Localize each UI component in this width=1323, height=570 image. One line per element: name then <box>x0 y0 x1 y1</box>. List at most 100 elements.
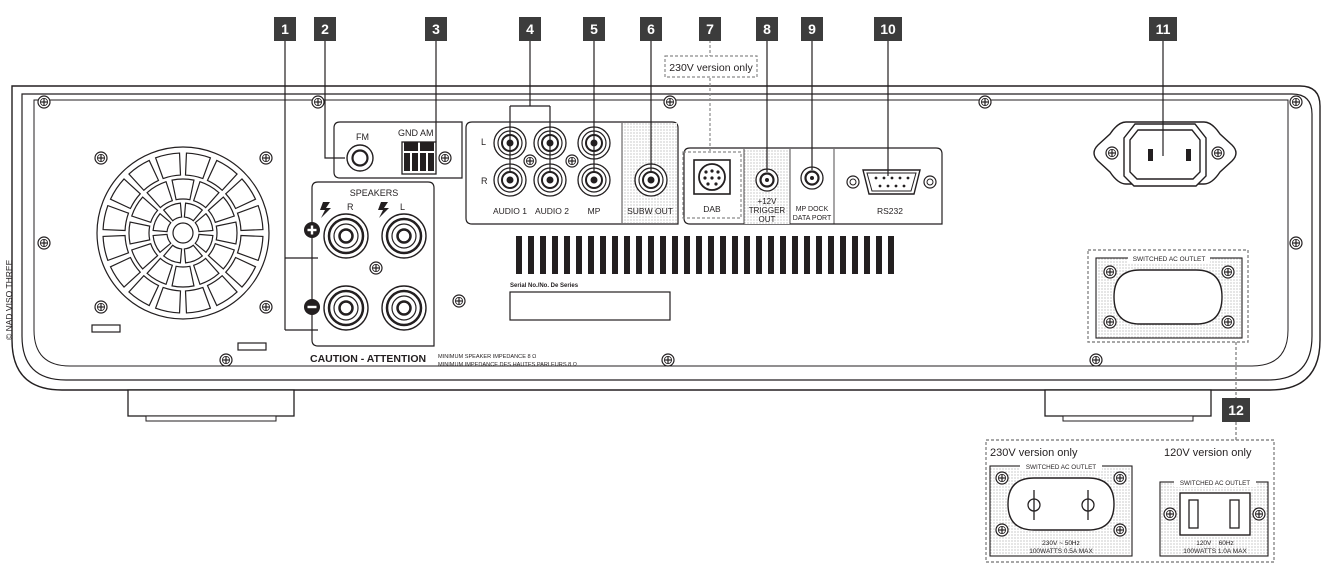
vent-slot <box>624 236 630 274</box>
outlet-230v: SWITCHED AC OUTLET 230V ~ 50Hz 100WATTS … <box>989 461 1133 557</box>
vent-slot <box>732 236 738 274</box>
vent-slot <box>576 236 582 274</box>
callout-badge-2: 2 <box>314 17 336 41</box>
mp-dock-label-2: DATA PORT <box>793 215 832 222</box>
speaker-l-positive-terminal[interactable] <box>380 212 428 260</box>
speaker-r-label: R <box>347 202 354 212</box>
fan-slot <box>128 221 151 245</box>
fan-slot <box>206 159 238 192</box>
callout-badge-5: 5 <box>583 17 605 41</box>
vent-slot <box>864 236 870 274</box>
gnd-am-terminal[interactable] <box>401 141 437 175</box>
fan-slot <box>128 159 160 192</box>
fan-slot <box>171 265 195 288</box>
callout-badge-11: 11 <box>1149 17 1177 41</box>
switched-ac-label: SWITCHED AC OUTLET <box>1133 256 1206 263</box>
callout-badge-number: 11 <box>1156 21 1171 37</box>
vent-slot <box>552 236 558 274</box>
vent-slot <box>237 342 267 351</box>
vent-slot <box>564 236 570 274</box>
digital-panel: DAB +12V TRIGGER OUT MP DOCK DATA PORT <box>682 147 943 225</box>
fm-label: FM <box>356 132 369 142</box>
callout-badge-number: 12 <box>1228 402 1244 418</box>
fan-slot <box>194 233 214 254</box>
vent-slot <box>888 236 894 274</box>
trigger-out-jack[interactable] <box>755 168 779 192</box>
callout-badge-12: 12 <box>1222 398 1250 422</box>
audio2-label: AUDIO 2 <box>535 206 569 216</box>
hazard-bolt-icon <box>378 202 389 218</box>
fan-slot <box>109 256 142 288</box>
callout-badge-number: 5 <box>590 21 598 37</box>
fan-slot <box>215 221 238 245</box>
trigger-label-2: TRIGGER <box>749 206 786 215</box>
inset-230v-title: 230V version only <box>990 447 1078 459</box>
rs232-port[interactable] <box>846 169 937 195</box>
fan-slot <box>224 256 257 288</box>
impedance-note-2: MINIMUM IMPEDANCE DES HAUTES PARLEURS 8 … <box>438 362 577 368</box>
plus-icon <box>304 222 320 238</box>
ac-power-inlet[interactable] <box>1093 121 1237 187</box>
vent-slot <box>600 236 606 274</box>
fan-slot <box>154 152 182 180</box>
vent-slot <box>588 236 594 274</box>
fm-antenna-jack[interactable] <box>346 144 374 172</box>
right-foot <box>1044 389 1212 422</box>
vent-slot <box>792 236 798 274</box>
fan-slot <box>183 202 204 222</box>
vent-slot <box>768 236 774 274</box>
dab-connector[interactable] <box>693 159 731 195</box>
callout-badge-9: 9 <box>801 17 823 41</box>
vent-slot <box>852 236 858 274</box>
fan-slot <box>184 286 212 314</box>
outlet-230v-spec-1: 230V ~ 50Hz <box>1042 540 1080 547</box>
fan-slot <box>207 196 236 224</box>
vent-slot <box>612 236 618 274</box>
dab-dashed-box <box>682 151 742 219</box>
vent-slot <box>528 236 534 274</box>
fan-slot <box>146 180 174 209</box>
vent-slot <box>780 236 786 274</box>
fan-slot <box>236 234 264 262</box>
vent-slot <box>696 236 702 274</box>
vent-slot <box>684 236 690 274</box>
callout-badge-number: 4 <box>526 21 534 37</box>
speaker-l-negative-terminal[interactable] <box>380 284 428 332</box>
fan-slot <box>207 242 236 270</box>
callout-badge-number: 2 <box>321 21 329 37</box>
speakers-panel: SPEAKERS R L CAUTION - ATTENTION MINIMUM… <box>304 181 577 368</box>
vent-slots <box>516 236 894 274</box>
callout-badge-number: 1 <box>281 21 289 37</box>
vent-slot <box>720 236 726 274</box>
outlet-120v-label: SWITCHED AC OUTLET <box>1180 480 1250 487</box>
fan-slot <box>162 202 183 222</box>
outlet-variants-inset: 230V version only 120V version only SWIT… <box>985 439 1275 563</box>
callout-badge-number: 7 <box>706 21 714 37</box>
note-230v-top: 230V version only <box>669 62 753 74</box>
switched-ac-outlet[interactable]: SWITCHED AC OUTLET <box>1087 249 1249 343</box>
serial-label: Serial No./No. De Series <box>510 283 579 289</box>
antenna-panel: FM GND AM <box>333 121 463 179</box>
outlet-120v-spec-1: 120V 60Hz <box>1196 540 1234 547</box>
fan-slot <box>184 152 212 180</box>
vent-slot <box>708 236 714 274</box>
vent-slot <box>828 236 834 274</box>
fan-slot <box>109 178 142 210</box>
fan-grille <box>96 146 270 320</box>
fan-slot <box>130 242 159 270</box>
fan-hub <box>172 222 194 244</box>
speaker-r-positive-terminal[interactable] <box>322 212 370 260</box>
callout-badge-number: 6 <box>647 21 655 37</box>
audio1-label: AUDIO 1 <box>493 206 527 216</box>
mp-dock-data-port[interactable] <box>800 166 824 190</box>
callout-badge-number: 10 <box>880 21 896 37</box>
speaker-r-negative-terminal[interactable] <box>322 284 370 332</box>
hazard-bolt-icon <box>320 202 331 218</box>
fan-slot <box>171 178 195 201</box>
fan-slot <box>192 180 220 209</box>
fan-slot <box>130 196 159 224</box>
outlet-120v: SWITCHED AC OUTLET 120V 60Hz 100WATTS 1.… <box>1159 477 1269 557</box>
vent-slot <box>744 236 750 274</box>
